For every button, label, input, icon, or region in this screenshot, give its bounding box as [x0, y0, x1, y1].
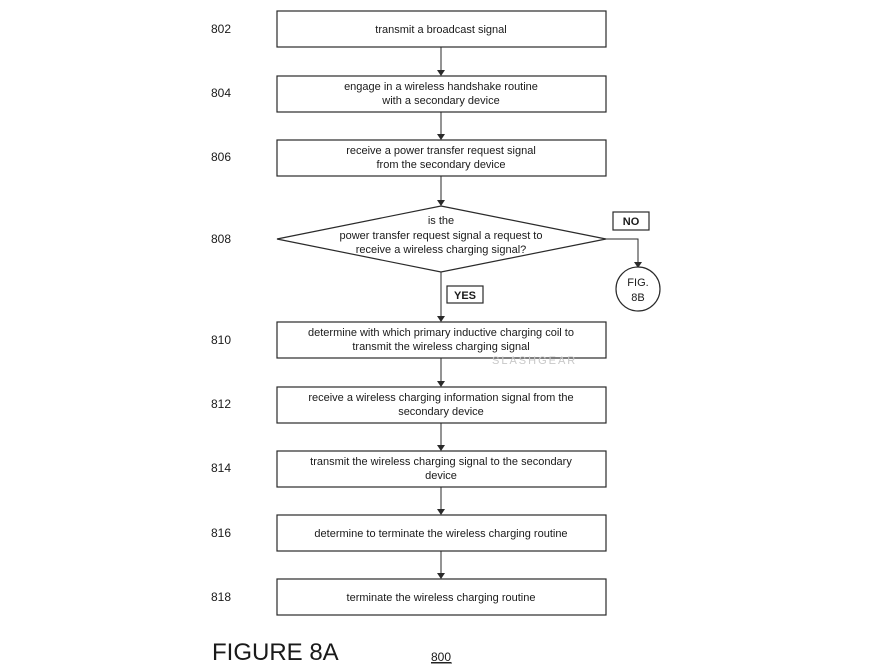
step-814-line-2: device [425, 470, 457, 482]
arrowhead-808 [437, 200, 445, 206]
step-806: receive a power transfer request signal … [276, 139, 607, 177]
figure-title: FIGURE 8A [212, 639, 339, 666]
no-label-text: NO [623, 216, 640, 228]
step-818-line-1: terminate the wireless charging routine [347, 592, 536, 604]
step-804-line-2: with a secondary device [381, 95, 499, 107]
step-810-ref: 810 [211, 333, 231, 347]
arrowhead-816 [437, 509, 445, 515]
yes-branch-label: YES [446, 285, 484, 304]
decision-808-line-3: receive a wireless charging signal? [356, 244, 527, 256]
step-816-ref: 816 [211, 526, 231, 540]
arrowhead-804 [437, 70, 445, 76]
step-814-ref: 814 [211, 461, 231, 475]
step-802-line-1: transmit a broadcast signal [375, 24, 506, 36]
arrowhead-814 [437, 445, 445, 451]
step-804: engage in a wireless handshake routine w… [276, 75, 607, 113]
decision-808-line-2: power transfer request signal a request … [339, 230, 542, 242]
step-806-line-1: receive a power transfer request signal [346, 145, 536, 157]
step-812: receive a wireless charging information … [276, 386, 607, 424]
step-812-line-2: secondary device [398, 406, 484, 418]
step-814: transmit the wireless charging signal to… [276, 450, 607, 488]
step-810: determine with which primary inductive c… [276, 321, 607, 359]
arrowhead-806 [437, 134, 445, 140]
arrowhead-818 [437, 573, 445, 579]
no-branch-label: NO [612, 211, 650, 231]
offpage-line-1: FIG. [627, 277, 648, 289]
step-804-ref: 804 [211, 86, 231, 100]
decision-808-ref: 808 [211, 232, 231, 246]
step-814-line-1: transmit the wireless charging signal to… [310, 456, 572, 468]
step-802-ref: 802 [211, 22, 231, 36]
step-802: transmit a broadcast signal [276, 10, 607, 48]
arrowhead-812 [437, 381, 445, 387]
arrowhead-810 [437, 316, 445, 322]
step-812-line-1: receive a wireless charging information … [308, 392, 573, 404]
step-818: terminate the wireless charging routine [276, 578, 607, 616]
step-816-line-1: determine to terminate the wireless char… [314, 528, 567, 540]
flow-connectors [437, 47, 445, 579]
step-818-ref: 818 [211, 590, 231, 604]
step-806-ref: 806 [211, 150, 231, 164]
step-810-line-1: determine with which primary inductive c… [308, 327, 574, 339]
no-branch-connector [606, 238, 639, 262]
watermark: SLASHGEAR [492, 355, 577, 367]
no-branch-arrowhead [634, 262, 642, 268]
offpage-connector-fig-8b: FIG. 8B [615, 266, 661, 312]
decision-808-line-1: is the [428, 215, 454, 227]
offpage-line-2: 8B [631, 292, 644, 304]
step-816: determine to terminate the wireless char… [276, 514, 607, 552]
yes-label-text: YES [454, 290, 476, 302]
step-810-line-2: transmit the wireless charging signal [352, 341, 529, 353]
figure-ref: 800 [431, 650, 451, 664]
step-812-ref: 812 [211, 397, 231, 411]
step-804-line-1: engage in a wireless handshake routine [344, 81, 538, 93]
step-806-line-2: from the secondary device [376, 159, 505, 171]
